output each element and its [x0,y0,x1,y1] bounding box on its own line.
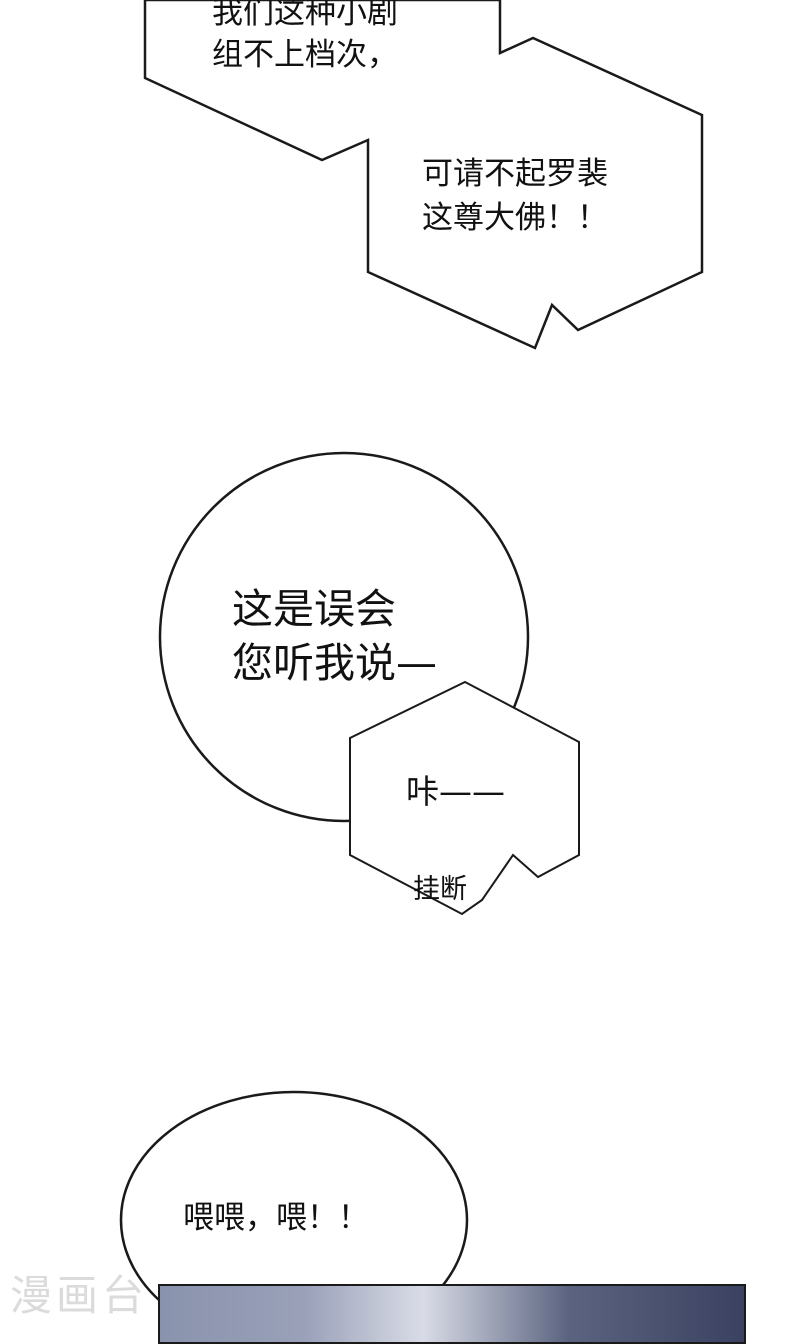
bubble-text-3: 这是误会 您听我说— [232,585,437,687]
bubble-text-4: 咔—— [406,772,505,811]
bubble-text-2: 可请不起罗裴 这尊大佛！！ [422,156,608,236]
panel-bottom [158,1284,746,1344]
watermark-logo: 漫画台 [10,1271,149,1320]
bubble-text-5: 挂断 [413,874,467,905]
speech-bubble-hexagon [349,680,580,916]
bubble-text-1: 我们这种小剧 组不上档次， [212,0,398,73]
bubble-text-6: 喂喂，喂！！ [183,1200,369,1236]
speech-bubble-top [143,0,704,350]
speech-bubble-oval [119,1090,469,1330]
